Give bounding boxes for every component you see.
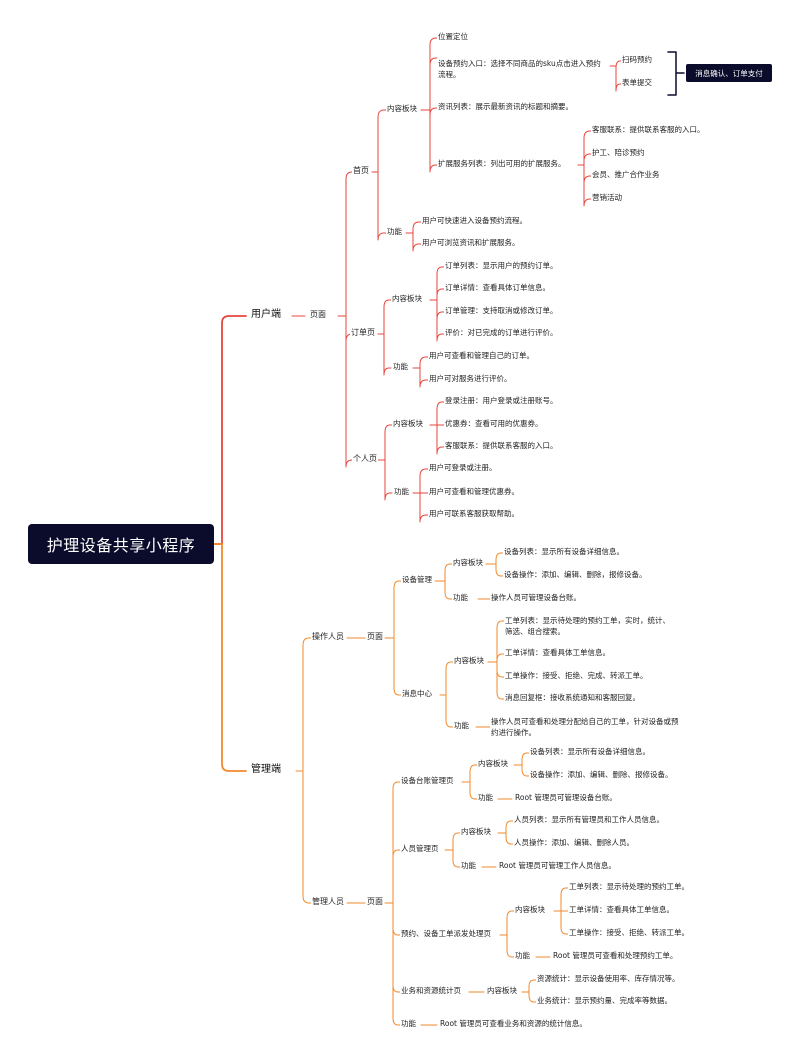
manager-page-node: 页面	[366, 897, 384, 906]
msg-center-node: 消息中心	[401, 689, 433, 698]
order-manage-node: 订单管理：支持取消或修改订单。	[444, 306, 559, 315]
user-page-node: 页面	[309, 310, 327, 319]
form-submit-node: 表单提交	[621, 78, 653, 87]
ss-content-node: 内容板块	[486, 986, 518, 995]
mc-list-node: 工单列表：显示待处理的预约工单，实时，统计、筛选、组合搜索。	[504, 615, 678, 637]
dp-content-node: 内容板块	[514, 905, 546, 914]
operator-page-node: 页面	[366, 632, 384, 641]
dm-function-text: 操作人员可管理设备台账。	[490, 593, 582, 602]
st-ops-node: 人员操作：添加、编辑、删除人员。	[513, 838, 635, 847]
login-node: 登录注册：用户登录或注册账号。	[444, 396, 559, 405]
orders-node: 订单页	[350, 328, 376, 337]
manager-node: 管理人员	[311, 897, 345, 906]
dm-ops-node: 设备操作：添加、编辑、删除，报修设备。	[503, 570, 648, 579]
orders-function-2: 用户可对服务进行评价。	[428, 374, 513, 383]
profile-function-2: 用户可查看和管理优惠券。	[428, 487, 520, 496]
lg-list-node: 设备列表：显示所有设备详细信息。	[529, 747, 651, 756]
cs-contact2-node: 客服联系：提供联系客服的入口。	[444, 441, 559, 450]
lg-function-node: 功能	[477, 793, 494, 802]
home-function-2: 用户可浏览资讯和扩展服务。	[421, 238, 521, 247]
ledger-node: 设备台账管理页	[400, 776, 455, 785]
device-mgmt-node: 设备管理	[401, 575, 433, 584]
orders-function-node: 功能	[392, 362, 409, 371]
lg-ops-node: 设备操作：添加、编辑、删除、报修设备。	[529, 770, 674, 779]
st-function-node: 功能	[460, 861, 477, 870]
profile-function-1: 用户可登录或注册。	[428, 463, 498, 472]
dp-detail-node: 工单详情：查看具体工单信息。	[568, 905, 675, 914]
ss-biz-node: 业务统计：显示预约量、完成率等数据。	[536, 996, 673, 1005]
home-function-1: 用户可快速进入设备预约流程。	[421, 216, 528, 225]
mc-ops-node: 工单操作：接受、拒绝、完成、转派工单。	[504, 671, 649, 680]
profile-node: 个人页	[352, 454, 378, 463]
profile-content-node: 内容板块	[392, 419, 424, 428]
dp-ops-node: 工单操作：接受、拒绝、转派工单。	[568, 928, 690, 937]
order-list-node: 订单列表：显示用户的预约订单。	[444, 261, 559, 270]
profile-function-3: 用户可联系客服获取帮助。	[428, 509, 520, 518]
lg-function-text: Root 管理员可管理设备台账。	[514, 793, 618, 802]
marketing-node: 营销活动	[591, 193, 623, 202]
dm-function-node: 功能	[452, 593, 469, 602]
membership-node: 会员、推广合作业务	[591, 170, 661, 179]
dp-function-node: 功能	[514, 951, 531, 960]
mc-function-text: 操作人员可查看和处理分配给自己的工单，针对设备或预约进行操作。	[490, 716, 682, 738]
home-node: 首页	[352, 166, 370, 175]
staff-node: 人员管理页	[400, 844, 440, 853]
dp-list-node: 工单列表：显示待处理的预约工单。	[568, 882, 690, 891]
callout-tag: 消息确认、订单支付	[686, 64, 772, 82]
nursing-node: 护工、陪诊预约	[591, 148, 646, 157]
booking-entry-node: 设备预约入口：选择不同商品的sku点击进入预约流程。	[437, 58, 609, 80]
dm-list-node: 设备列表：显示所有设备详细信息。	[503, 547, 625, 556]
review-node: 评价：对已完成的订单进行评价。	[444, 328, 559, 337]
lg-content-node: 内容板块	[477, 759, 509, 768]
st-list-node: 人员列表：显示所有管理员和工作人员信息。	[513, 815, 665, 824]
operator-node: 操作人员	[311, 632, 345, 641]
location-node: 位置定位	[437, 32, 469, 41]
ext-services-node: 扩展服务列表：列出可用的扩展服务。	[437, 159, 567, 168]
profile-function-node: 功能	[393, 487, 410, 496]
dm-content-node: 内容板块	[452, 558, 484, 567]
order-detail-node: 订单详情：查看具体订单信息。	[444, 283, 551, 292]
coupons-node: 优惠券：查看可用的优惠券。	[444, 419, 544, 428]
dp-function-text: Root 管理员可查看和处理预约工单。	[552, 951, 679, 960]
orders-content-node: 内容板块	[391, 294, 423, 303]
cs-contact-node: 客服联系：提供联系客服的入口。	[591, 125, 706, 134]
root-node: 护理设备共享小程序	[28, 524, 214, 564]
st-content-node: 内容板块	[460, 827, 492, 836]
user-branch-lines	[213, 37, 622, 545]
home-content-node: 内容板块	[386, 104, 418, 113]
bracket-line	[667, 51, 685, 96]
mc-detail-node: 工单详情：查看具体工单信息。	[504, 648, 611, 657]
admin-branch-lines	[213, 543, 569, 1026]
stats-node: 业务和资源统计页	[400, 986, 462, 995]
mc-function-node: 功能	[453, 721, 470, 730]
scan-booking-node: 扫码预约	[621, 55, 653, 64]
mc-content-node: 内容板块	[453, 656, 485, 665]
orders-function-1: 用户可查看和管理自己的订单。	[428, 351, 535, 360]
mg-function-node: 功能	[400, 1019, 417, 1028]
mc-reply-node: 消息回复框：接收系统通知和客服回复。	[504, 693, 641, 702]
home-function-node: 功能	[386, 227, 403, 236]
ss-res-node: 资源统计：显示设备使用率、库存情况等。	[536, 974, 681, 983]
user-side-node: 用户端	[250, 309, 282, 320]
dispatch-node: 预约、设备工单派发处理页	[400, 929, 492, 938]
admin-side-node: 管理端	[250, 764, 282, 775]
st-function-text: Root 管理员可管理工作人员信息。	[498, 861, 617, 870]
mg-function-text: Root 管理员可查看业务和资源的统计信息。	[439, 1019, 588, 1028]
news-list-node: 资讯列表：展示最新资讯的标题和摘要。	[437, 102, 574, 111]
